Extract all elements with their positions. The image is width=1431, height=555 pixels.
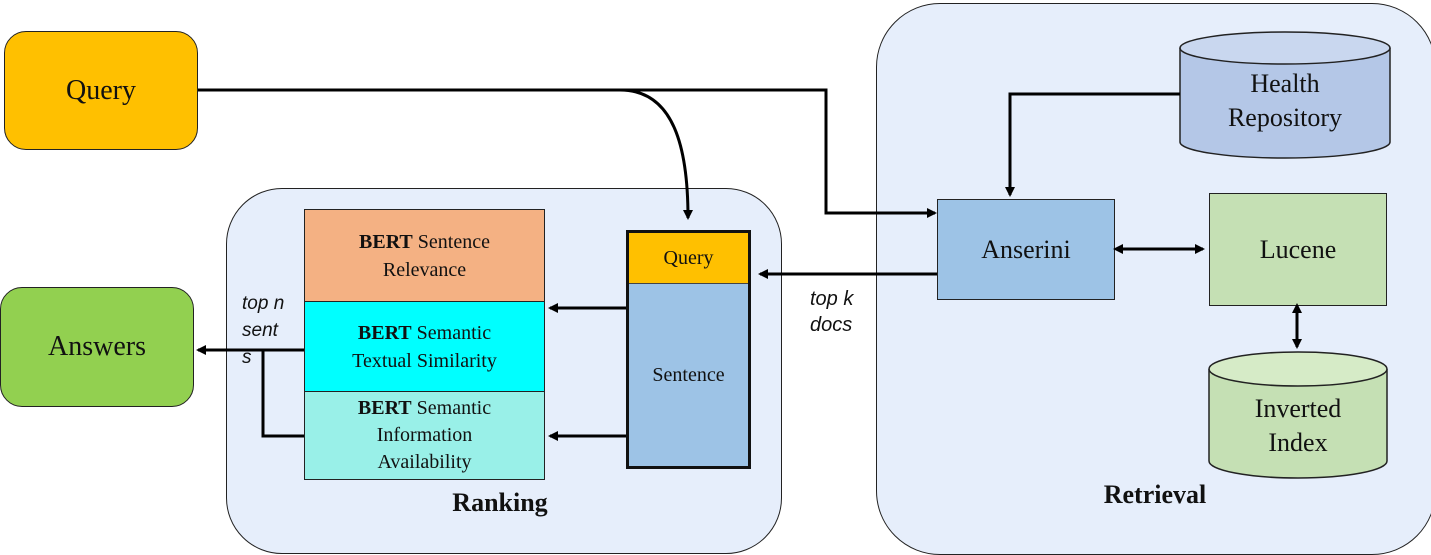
answers-box: Answers: [0, 287, 194, 407]
query-box: Query: [4, 31, 198, 150]
anserini-label: Anserini: [981, 234, 1071, 264]
bert-information-availability-line3: Availability: [377, 451, 472, 473]
answers-label: Answers: [48, 331, 146, 362]
bert-sentence-relevance-line2: Relevance: [382, 258, 467, 281]
repository-to-anserini-connector: [1005, 92, 1180, 197]
availability-to-answers-connector: [261, 350, 304, 438]
document-sentence-label: Sentence: [652, 363, 725, 386]
inverted-index-cylinder: [1208, 351, 1388, 479]
document-query-label: Query: [663, 246, 714, 269]
query-to-document-connector: [619, 88, 693, 220]
lucene-box: Lucene: [1209, 193, 1387, 306]
bert-sentence-relevance-line1: BERT Sentence: [359, 230, 490, 253]
document-box: Query Sentence: [626, 230, 751, 469]
anserini-box: Anserini: [937, 199, 1115, 300]
bert-information-availability-box: BERT Semantic Information Availability: [304, 391, 545, 480]
top-n-sents-label: top n sent s: [242, 293, 285, 368]
top-k-docs-label: top k docs: [810, 288, 854, 336]
document-query-section: Query: [629, 233, 748, 284]
bert-textual-similarity-box: BERT Semantic Textual Similarity: [304, 301, 545, 392]
query-to-anserini-connector: [198, 88, 937, 218]
bert-information-availability-line2: Information: [376, 424, 473, 446]
health-repository-cylinder: [1179, 31, 1391, 159]
retrieval-title: Retrieval: [1103, 480, 1207, 509]
health-repository-label: Health Repository: [1227, 69, 1343, 132]
query-label: Query: [66, 74, 136, 106]
bert-sentence-relevance-box: BERT Sentence Relevance: [304, 209, 545, 302]
document-sentence-section: Sentence: [629, 284, 748, 466]
lucene-label: Lucene: [1259, 234, 1337, 264]
inverted-index-label: Inverted Index: [1254, 394, 1342, 457]
ranking-title: Ranking: [452, 488, 548, 517]
bert-textual-similarity-line1: BERT Semantic: [357, 321, 492, 344]
bert-information-availability-line1: BERT Semantic: [357, 397, 492, 419]
bert-textual-similarity-line2: Textual Similarity: [352, 349, 497, 372]
